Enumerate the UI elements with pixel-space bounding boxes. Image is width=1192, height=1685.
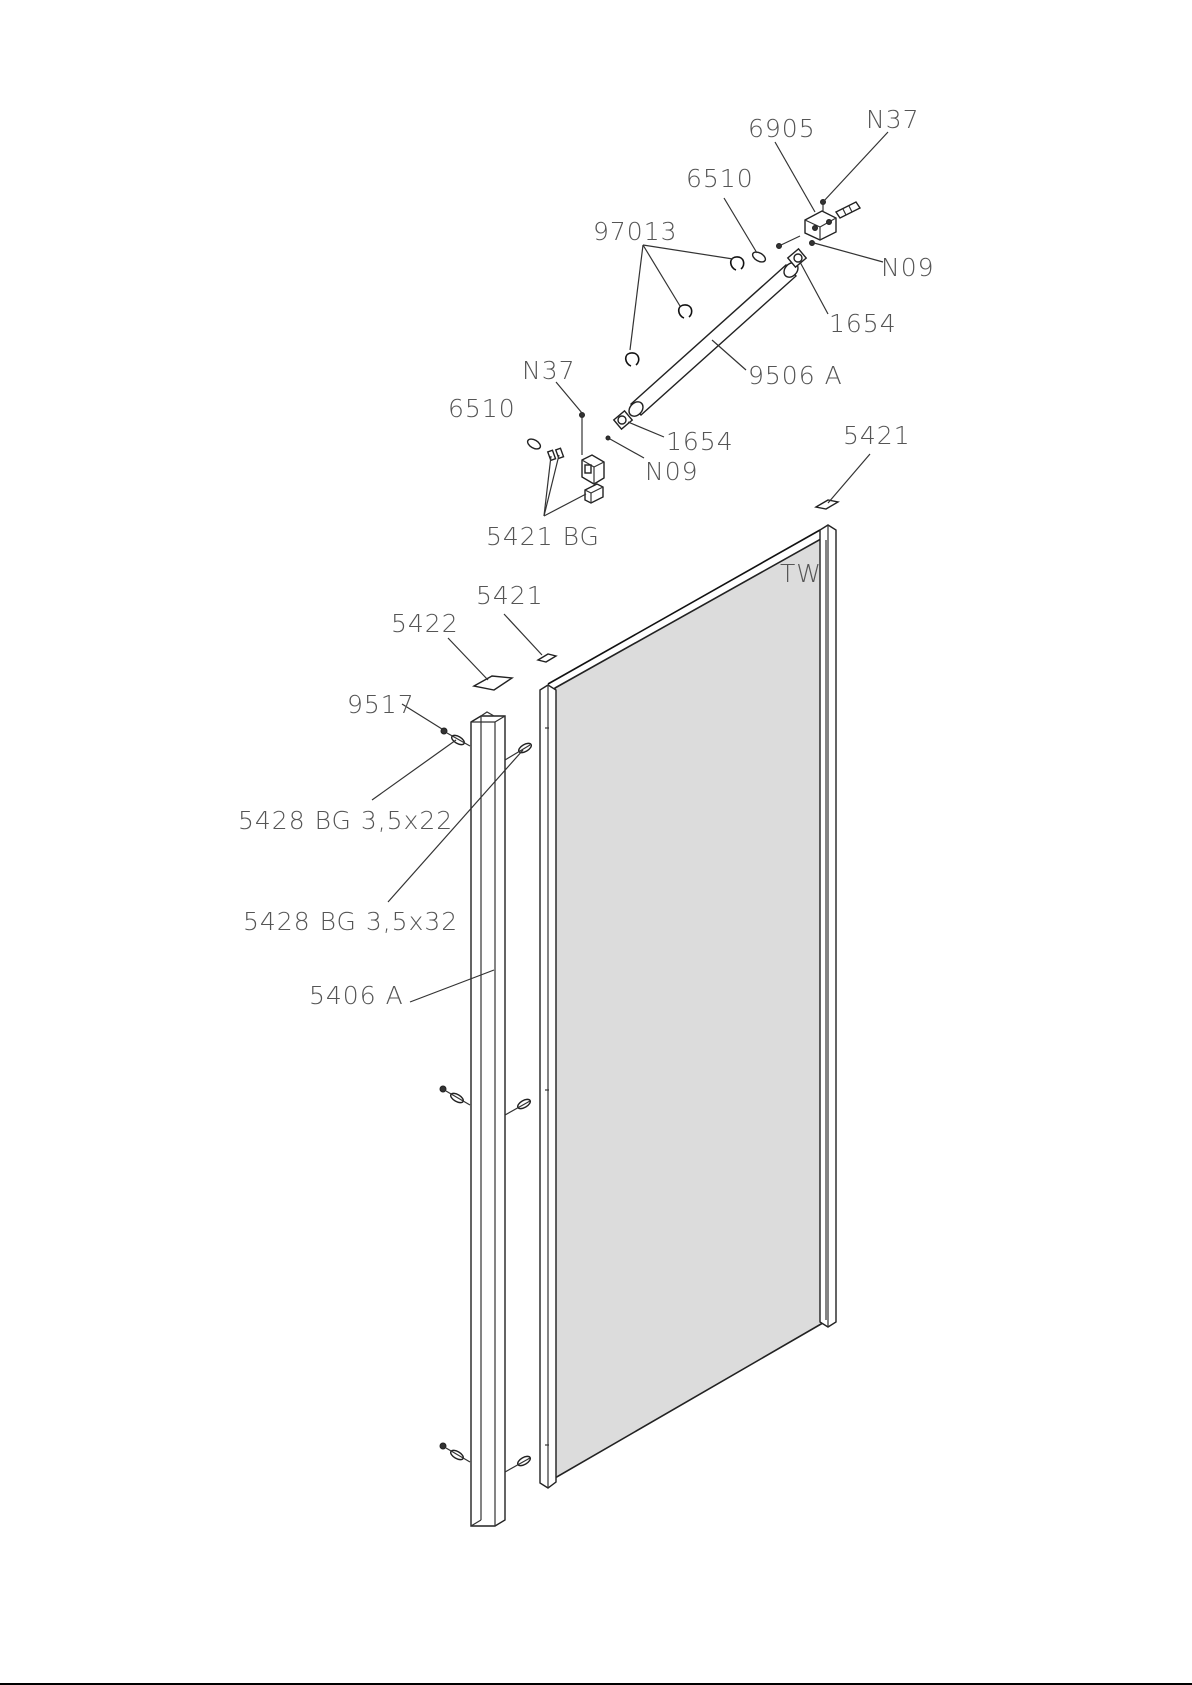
- callout-5428-3-5x22: 5428 BG 3,5x22: [238, 806, 453, 835]
- callout-5428-3-5x32: 5428 BG 3,5x32: [243, 907, 458, 936]
- callout-9506a: 9506 A: [748, 361, 843, 390]
- callout-97013: 97013: [593, 217, 678, 246]
- callout-5406a: 5406 A: [309, 981, 404, 1010]
- wall-profile: [471, 712, 505, 1526]
- end-cap-6510-upper: [751, 250, 767, 264]
- callout-1654-top: 1654: [829, 309, 897, 338]
- wall-bracket-lower: [582, 455, 604, 503]
- callout-1654-mid: 1654: [666, 427, 734, 456]
- screw-n37-lower: [580, 413, 585, 456]
- glass-panel: TW: [540, 525, 836, 1488]
- end-cap-6510-lower: [526, 437, 542, 451]
- plate-5421-right: [816, 500, 838, 509]
- callout-5421-left: 5421: [476, 581, 544, 610]
- callout-9517: 9517: [347, 690, 415, 719]
- callout-n09-mid: N09: [645, 457, 699, 486]
- stabilizer-bar: [626, 260, 801, 419]
- callout-6510-top: 6510: [686, 164, 754, 193]
- callout-5421bg: 5421 BG: [486, 522, 600, 551]
- callout-n37-top: N37: [866, 105, 920, 134]
- hooks-97013: [626, 257, 744, 366]
- plate-5421-left: [538, 654, 556, 662]
- callout-6510-left: 6510: [448, 394, 516, 423]
- callout-n09-top: N09: [881, 253, 935, 282]
- panel-right-profile: [820, 525, 836, 1327]
- panel-left-profile: [540, 685, 556, 1488]
- grub-screw-n09-upper: [810, 241, 815, 246]
- grub-screw-n09-lower: [606, 436, 610, 440]
- wall-bracket-6905: [805, 202, 860, 240]
- cover-cap-5422: [474, 676, 512, 690]
- callout-6905: 6905: [748, 114, 816, 143]
- callout-5421-right: 5421: [843, 421, 911, 450]
- callout-n37-mid: N37: [522, 356, 576, 385]
- callout-5422: 5422: [391, 609, 459, 638]
- screw-bracket-upper: [777, 236, 801, 249]
- panel-mark-tw: TW: [780, 559, 822, 588]
- glass-pane: [555, 535, 828, 1478]
